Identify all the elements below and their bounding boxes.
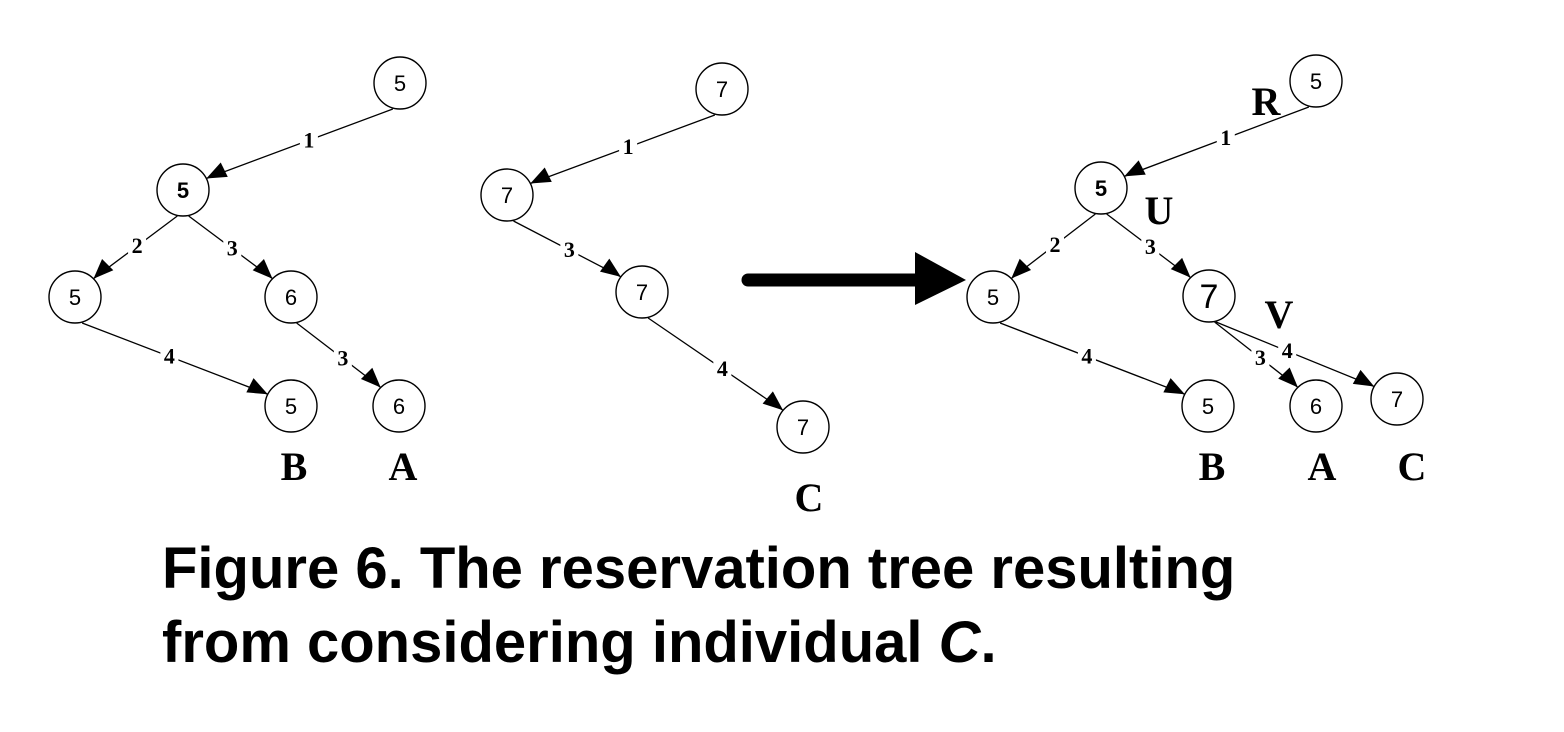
node-value: 7 — [797, 415, 809, 440]
tree3-edge: 4 — [1215, 321, 1375, 388]
tree3-node: 5 — [966, 270, 1020, 324]
tree1-node: 6 — [372, 379, 426, 433]
node-value: 6 — [393, 394, 405, 419]
tree2-node: 7 — [615, 265, 669, 319]
arrowhead-icon — [1170, 257, 1191, 278]
edge-weight: 4 — [1282, 338, 1293, 363]
node-name-label: B — [281, 444, 308, 489]
node-value: 6 — [285, 285, 297, 310]
node-value: 5 — [1202, 394, 1214, 419]
arrowhead-icon — [246, 378, 268, 395]
tree2-edge: 3 — [513, 220, 622, 278]
node-name-label: A — [389, 444, 418, 489]
node-value: 7 — [1200, 278, 1219, 316]
tree3-node: 5 — [1289, 54, 1343, 108]
caption-line-2-text: from considering individual — [162, 610, 939, 675]
arrowhead-icon — [1124, 160, 1146, 177]
tree1-node: 5 — [48, 270, 102, 324]
node-value: 5 — [394, 71, 406, 96]
arrowhead-icon — [762, 391, 784, 411]
node-name-label: R — [1252, 79, 1282, 124]
edge-weight: 1 — [623, 134, 634, 159]
arrowhead-icon — [1011, 258, 1032, 279]
tree3-node: 7 — [1370, 372, 1424, 426]
tree2-node: 7 — [480, 168, 534, 222]
node-name-label: V — [1265, 292, 1294, 337]
tree2-edge: 4 — [647, 317, 784, 411]
node-value: 5 — [177, 178, 189, 203]
tree3-node: 6 — [1289, 379, 1343, 433]
node-value: 7 — [716, 77, 728, 102]
edge-weight: 3 — [1145, 234, 1156, 259]
node-value: 5 — [1095, 176, 1107, 201]
edge-weight: 4 — [1081, 343, 1092, 368]
caption-line-2: from considering individual C. — [162, 606, 1235, 680]
tree1-node: 5 — [156, 163, 210, 217]
arrowhead-icon — [252, 258, 273, 279]
tree1-edge: 3 — [188, 215, 273, 280]
arrowhead-icon — [1278, 367, 1298, 388]
tree3-node: 7 — [1182, 269, 1236, 323]
arrowhead-icon — [530, 167, 552, 184]
node-name-label: C — [1398, 444, 1427, 489]
edge-weight: 2 — [1050, 232, 1061, 257]
node-value: 5 — [1310, 69, 1322, 94]
arrowhead-icon — [1352, 369, 1375, 387]
node-value: 5 — [69, 285, 81, 310]
node-value: 5 — [285, 394, 297, 419]
tree2-node: 7 — [776, 400, 830, 454]
tree1-edge: 3 — [296, 322, 382, 389]
tree1-node: 6 — [264, 270, 318, 324]
edge-weight: 3 — [1255, 345, 1266, 370]
figure-caption: Figure 6. The reservation tree resulting… — [162, 532, 1235, 680]
edge-weight: 3 — [564, 237, 575, 262]
tree3-edge: 1 — [1124, 106, 1310, 178]
tree3-edge: 4 — [999, 322, 1186, 395]
tree1-node: 5 — [264, 379, 318, 433]
edge-weight: 3 — [227, 236, 238, 261]
tree1-edge: 1 — [206, 108, 394, 180]
node-value: 5 — [987, 285, 999, 310]
tree3-edge: 2 — [1010, 213, 1096, 280]
node-value: 7 — [636, 280, 648, 305]
arrowhead-icon — [360, 367, 381, 388]
tree1-edge: 4 — [81, 322, 269, 395]
tree2-edge: 1 — [530, 114, 716, 185]
tree3-node: 5 — [1074, 161, 1128, 215]
node-name-label: C — [795, 475, 824, 520]
tree3-node: 5 — [1181, 379, 1235, 433]
edge-weight: 4 — [164, 344, 175, 369]
node-name-label: U — [1145, 188, 1174, 233]
tree1-edge: 2 — [93, 215, 178, 280]
edge-weight: 3 — [337, 345, 348, 370]
arrowhead-icon — [93, 258, 114, 279]
edge-weight: 1 — [1220, 125, 1231, 150]
node-value: 7 — [1391, 387, 1403, 412]
tree3-edge: 3 — [1106, 213, 1192, 279]
arrowhead-icon — [1163, 378, 1185, 395]
arrowhead-icon — [206, 162, 228, 179]
transform-arrow-icon — [741, 252, 966, 305]
edge-weight: 2 — [132, 233, 143, 258]
arrowhead-icon — [599, 258, 621, 277]
node-name-label: B — [1199, 444, 1226, 489]
node-value: 6 — [1310, 394, 1322, 419]
edge-weight: 4 — [717, 356, 728, 381]
caption-individual-letter: C — [938, 610, 981, 675]
caption-line-1: Figure 6. The reservation tree resulting — [162, 536, 1236, 601]
node-value: 7 — [501, 183, 513, 208]
edge-weight: 1 — [303, 127, 314, 152]
node-name-label: A — [1308, 444, 1337, 489]
tree3-edge: 3 — [1214, 321, 1299, 388]
caption-line-2-period: . — [980, 610, 997, 675]
tree1-node: 5 — [373, 56, 427, 110]
tree2-node: 7 — [695, 62, 749, 116]
